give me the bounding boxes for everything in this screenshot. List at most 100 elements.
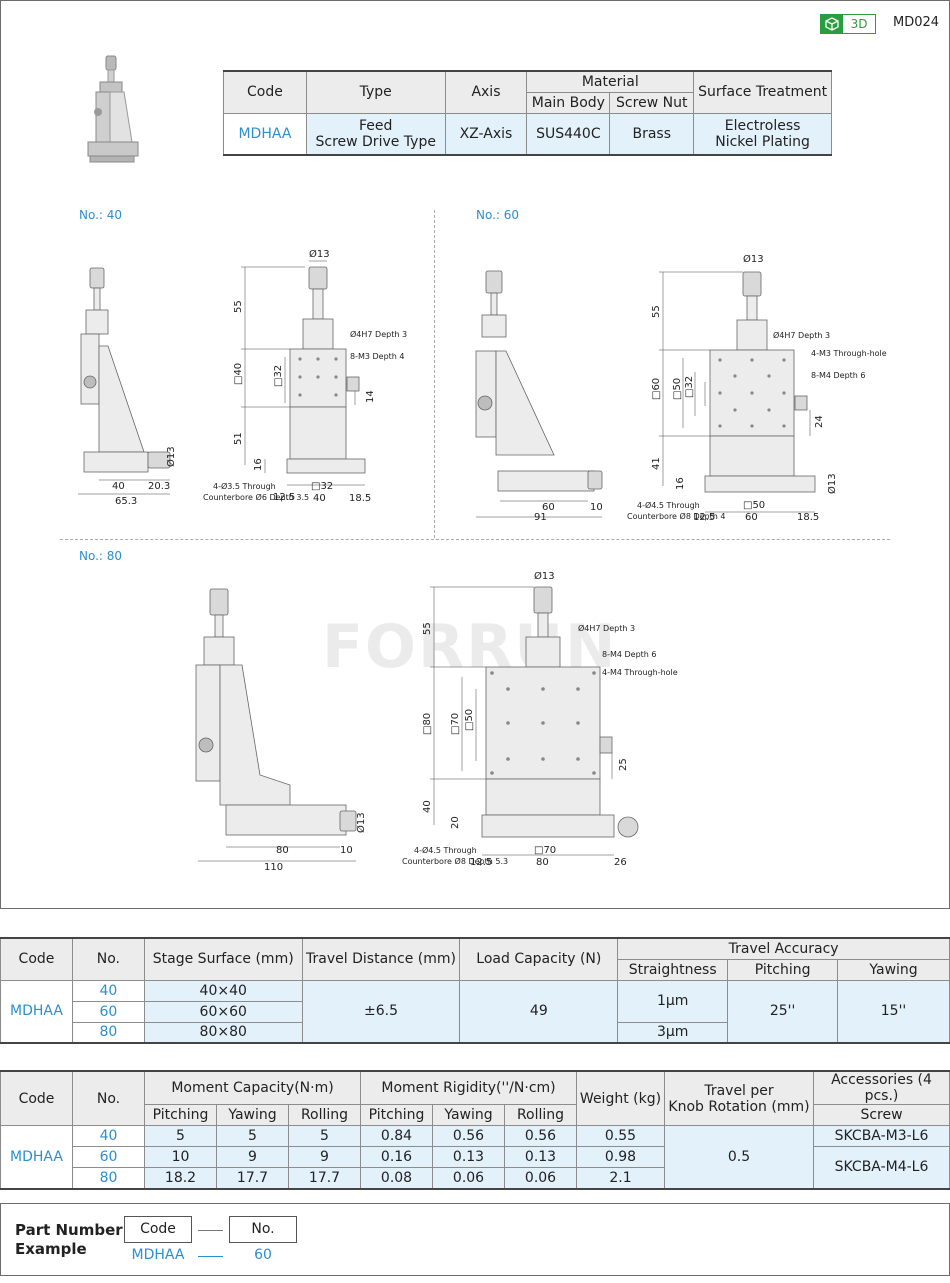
t1-no-40[interactable]: 40: [71, 979, 145, 1002]
callout-40-c3: 4-Ø3.5 Through: [213, 481, 276, 491]
dim-40-side-knob-dia: Ø13: [165, 446, 177, 467]
part-number-example: Part Number Example Code No. MDHAA 60: [0, 1203, 950, 1276]
spec-header-surface: Surface Treatment: [693, 70, 832, 114]
callout-60-c4: 4-Ø4.5 Through: [637, 500, 700, 510]
dim-80-side-knob: 10: [340, 845, 353, 856]
t2-no-40[interactable]: 40: [72, 1125, 145, 1147]
3d-model-button[interactable]: 3D: [820, 14, 876, 34]
drawing-40-front: Ø13 55 □40 □32 51 16 14 Ø4H7 Depth 3 8-M…: [203, 248, 407, 504]
dim-80-front-h70: □70: [450, 713, 461, 735]
stage-spec-table: Code No. Stage Surface (mm) Travel Dista…: [0, 937, 950, 1044]
dim-80-front-h55: 55: [422, 622, 433, 635]
spec-axis: XZ-Axis: [444, 112, 528, 156]
callout-80-c2: 8-M4 Depth 6: [602, 650, 657, 659]
dim-40-front-h32: □32: [273, 365, 284, 387]
t1-pitching: 25'': [727, 979, 839, 1044]
part-number-no-value[interactable]: 60: [254, 1247, 272, 1263]
t2-screw-b: SKCBA-M4-L6: [813, 1146, 950, 1189]
dim-60-front-knob-dia: Ø13: [826, 473, 838, 494]
t2-rig-pitching-40: 0.84: [360, 1125, 433, 1147]
dim-40-front-h55: 55: [233, 300, 244, 313]
drawing-80-side: 80 10 110 Ø13: [195, 588, 367, 873]
t2-no-60[interactable]: 60: [72, 1146, 145, 1168]
size-label-80: No.: 80: [79, 549, 123, 563]
drawing-60-side: 60 10 91: [475, 270, 603, 523]
spec-header-material: Material: [526, 70, 695, 93]
dim-80-front-b1: 12.5: [470, 857, 492, 868]
part-number-code-box: Code: [124, 1216, 192, 1243]
dim-80-front-h50: □50: [464, 709, 475, 731]
table-row: MDHAA 40 5 5 5 0.84 0.56 0.56 0.55 0.5 S…: [0, 1125, 950, 1189]
dim-60-front-b4: 18.5: [797, 512, 819, 523]
callout-80-c5: Counterbore Ø8 Depth 5.3: [402, 856, 508, 866]
t2-rig-pitching-60: 0.16: [360, 1146, 433, 1168]
t1-header-stage: Stage Surface (mm): [143, 937, 303, 981]
t1-header-travel: Travel Distance (mm): [301, 937, 461, 981]
dim-80-front-b2: □70: [534, 845, 556, 856]
callout-80-c3: 4-M4 Through-hole: [602, 668, 678, 677]
t1-header-accuracy: Travel Accuracy: [617, 937, 950, 960]
callout-80-c4: 4-Ø4.5 Through: [414, 845, 477, 855]
dim-80-front-b3: 80: [536, 857, 549, 868]
size-label-60: No.: 60: [476, 208, 520, 222]
t2-header-cap-rolling: Rolling: [288, 1104, 361, 1126]
t2-travel: 0.5: [664, 1125, 814, 1189]
dim-40-front-b4: 18.5: [349, 493, 371, 504]
t1-no-60[interactable]: 60: [71, 1000, 145, 1023]
part-number-no-box: No.: [229, 1216, 297, 1243]
dim-60-front-h41: 41: [651, 457, 662, 470]
dim-60-front-h24: 24: [814, 415, 825, 428]
callout-60-c2: 4-M3 Through-hole: [811, 349, 887, 358]
t1-stage-40: 40×40: [143, 979, 303, 1002]
t2-rig-rolling-60: 0.13: [504, 1146, 577, 1168]
t1-no-80[interactable]: 80: [71, 1021, 145, 1044]
t2-header-travel-line2: Knob Rotation (mm): [668, 1098, 810, 1115]
spec-surface-line2: Nickel Plating: [715, 133, 810, 150]
t2-screw-a: SKCBA-M3-L6: [813, 1125, 950, 1147]
t1-straightness-a: 1μm: [617, 979, 729, 1023]
spec-type-line2: Screw Drive Type: [315, 133, 436, 150]
dim-40-side-total: 65.3: [115, 496, 137, 507]
cube-icon: [821, 15, 843, 33]
dim-40-front-h40: □40: [233, 363, 244, 385]
t2-weight-80: 2.1: [576, 1167, 665, 1189]
t2-rig-yawing-80: 0.06: [432, 1167, 505, 1189]
spec-type-line1: Feed: [359, 117, 393, 134]
callout-80-c1: Ø4H7 Depth 3: [578, 623, 635, 633]
t2-header-cap-yawing: Yawing: [216, 1104, 289, 1126]
callout-60-c5: Counterbore Ø8 Depth 4: [627, 511, 725, 521]
dim-80-front-h25: 25: [618, 758, 629, 771]
t2-header-rig-yawing: Yawing: [432, 1104, 505, 1126]
table-row: 60 60×60: [1, 1000, 950, 1023]
t1-code[interactable]: MDHAA: [0, 979, 73, 1044]
3d-label: 3D: [850, 17, 868, 31]
t2-cap-pitching-40: 5: [144, 1125, 217, 1147]
t2-no-80[interactable]: 80: [72, 1167, 145, 1189]
t2-weight-60: 0.98: [576, 1146, 665, 1168]
t2-rig-yawing-40: 0.56: [432, 1125, 505, 1147]
dim-40-side-knob: 20.3: [148, 481, 170, 492]
spec-header-axis: Axis: [444, 70, 528, 114]
callout-60-c1: Ø4H7 Depth 3: [773, 330, 830, 340]
t2-header-moment-capacity: Moment Capacity(N·m): [144, 1070, 361, 1105]
dim-40-side-width: 40: [112, 481, 125, 492]
t2-weight-40: 0.55: [576, 1125, 665, 1147]
drawing-60-front: Ø13 55 □60 □50 □32 41 16 24 Ø13 Ø4H7 Dep…: [627, 253, 887, 523]
t2-code[interactable]: MDHAA: [0, 1125, 73, 1189]
table-row: 80 18.2 17.7 17.7 0.08 0.06 0.06 2.1: [1, 1167, 950, 1189]
t2-header-rig-pitching: Pitching: [360, 1104, 433, 1126]
dim-40-front-top-dia: Ø13: [309, 248, 330, 260]
t2-header-accessories: Accessories (4 pcs.): [813, 1070, 950, 1105]
spec-code[interactable]: MDHAA: [223, 112, 307, 156]
part-number-value-separator: [198, 1256, 223, 1257]
drawing-80-front: Ø13 55 □80 □70 □50 40 20 25 Ø4H7 Depth 3…: [402, 570, 678, 868]
t2-header-moment-rigidity: Moment Rigidity(''/N·cm): [360, 1070, 577, 1105]
size-label-40: No.: 40: [79, 208, 123, 222]
t2-header-code: Code: [0, 1070, 73, 1126]
table-row: MDHAA 40 40×40 ±6.5 49 1μm 25'' 15'': [0, 979, 950, 1044]
table-row: 80 80×80 3μm: [1, 1021, 950, 1044]
t2-cap-yawing-80: 17.7: [216, 1167, 289, 1189]
t1-straightness-b: 3μm: [617, 1021, 729, 1044]
part-number-code-value[interactable]: MDHAA: [131, 1247, 185, 1263]
